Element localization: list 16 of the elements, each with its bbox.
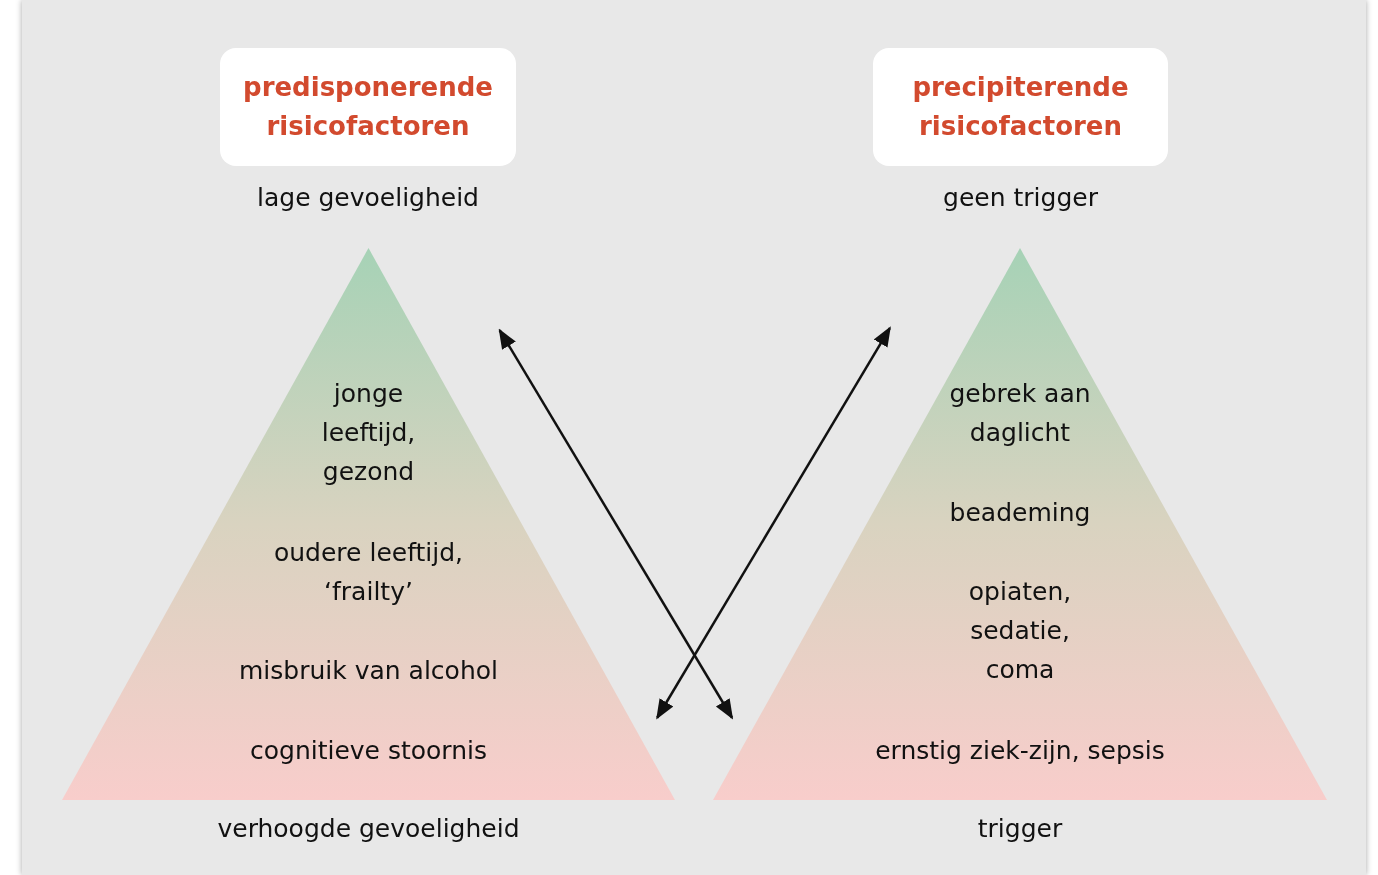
risk-factor-text: misbruik van alcohol [238, 655, 499, 687]
risk-factor-text: beademing [948, 497, 1092, 529]
risk-factor-text: jonge leeftijd, gezond [320, 378, 417, 488]
heading-text: predisponerende risicofactoren [242, 71, 494, 143]
risk-factor-text: ernstig ziek-zijn, sepsis [874, 735, 1166, 767]
risk-factor-text: opiaten, sedatie, coma [967, 576, 1073, 686]
double-arrow [498, 328, 734, 720]
scale-label: lage gevoeligheid [256, 182, 480, 214]
scale-label: geen trigger [942, 182, 1099, 214]
risk-factor-text: oudere leeftijd, ‘frailty’ [273, 537, 464, 608]
scale-label: trigger [976, 813, 1064, 845]
scale-label: verhoogde gevoeligheid [216, 813, 521, 845]
heading-text: precipiterende risicofactoren [911, 71, 1130, 143]
double-arrow [656, 326, 891, 720]
risk-factor-text: cognitieve stoornis [249, 735, 488, 767]
risk-factor-text: gebrek aan daglicht [948, 378, 1092, 449]
